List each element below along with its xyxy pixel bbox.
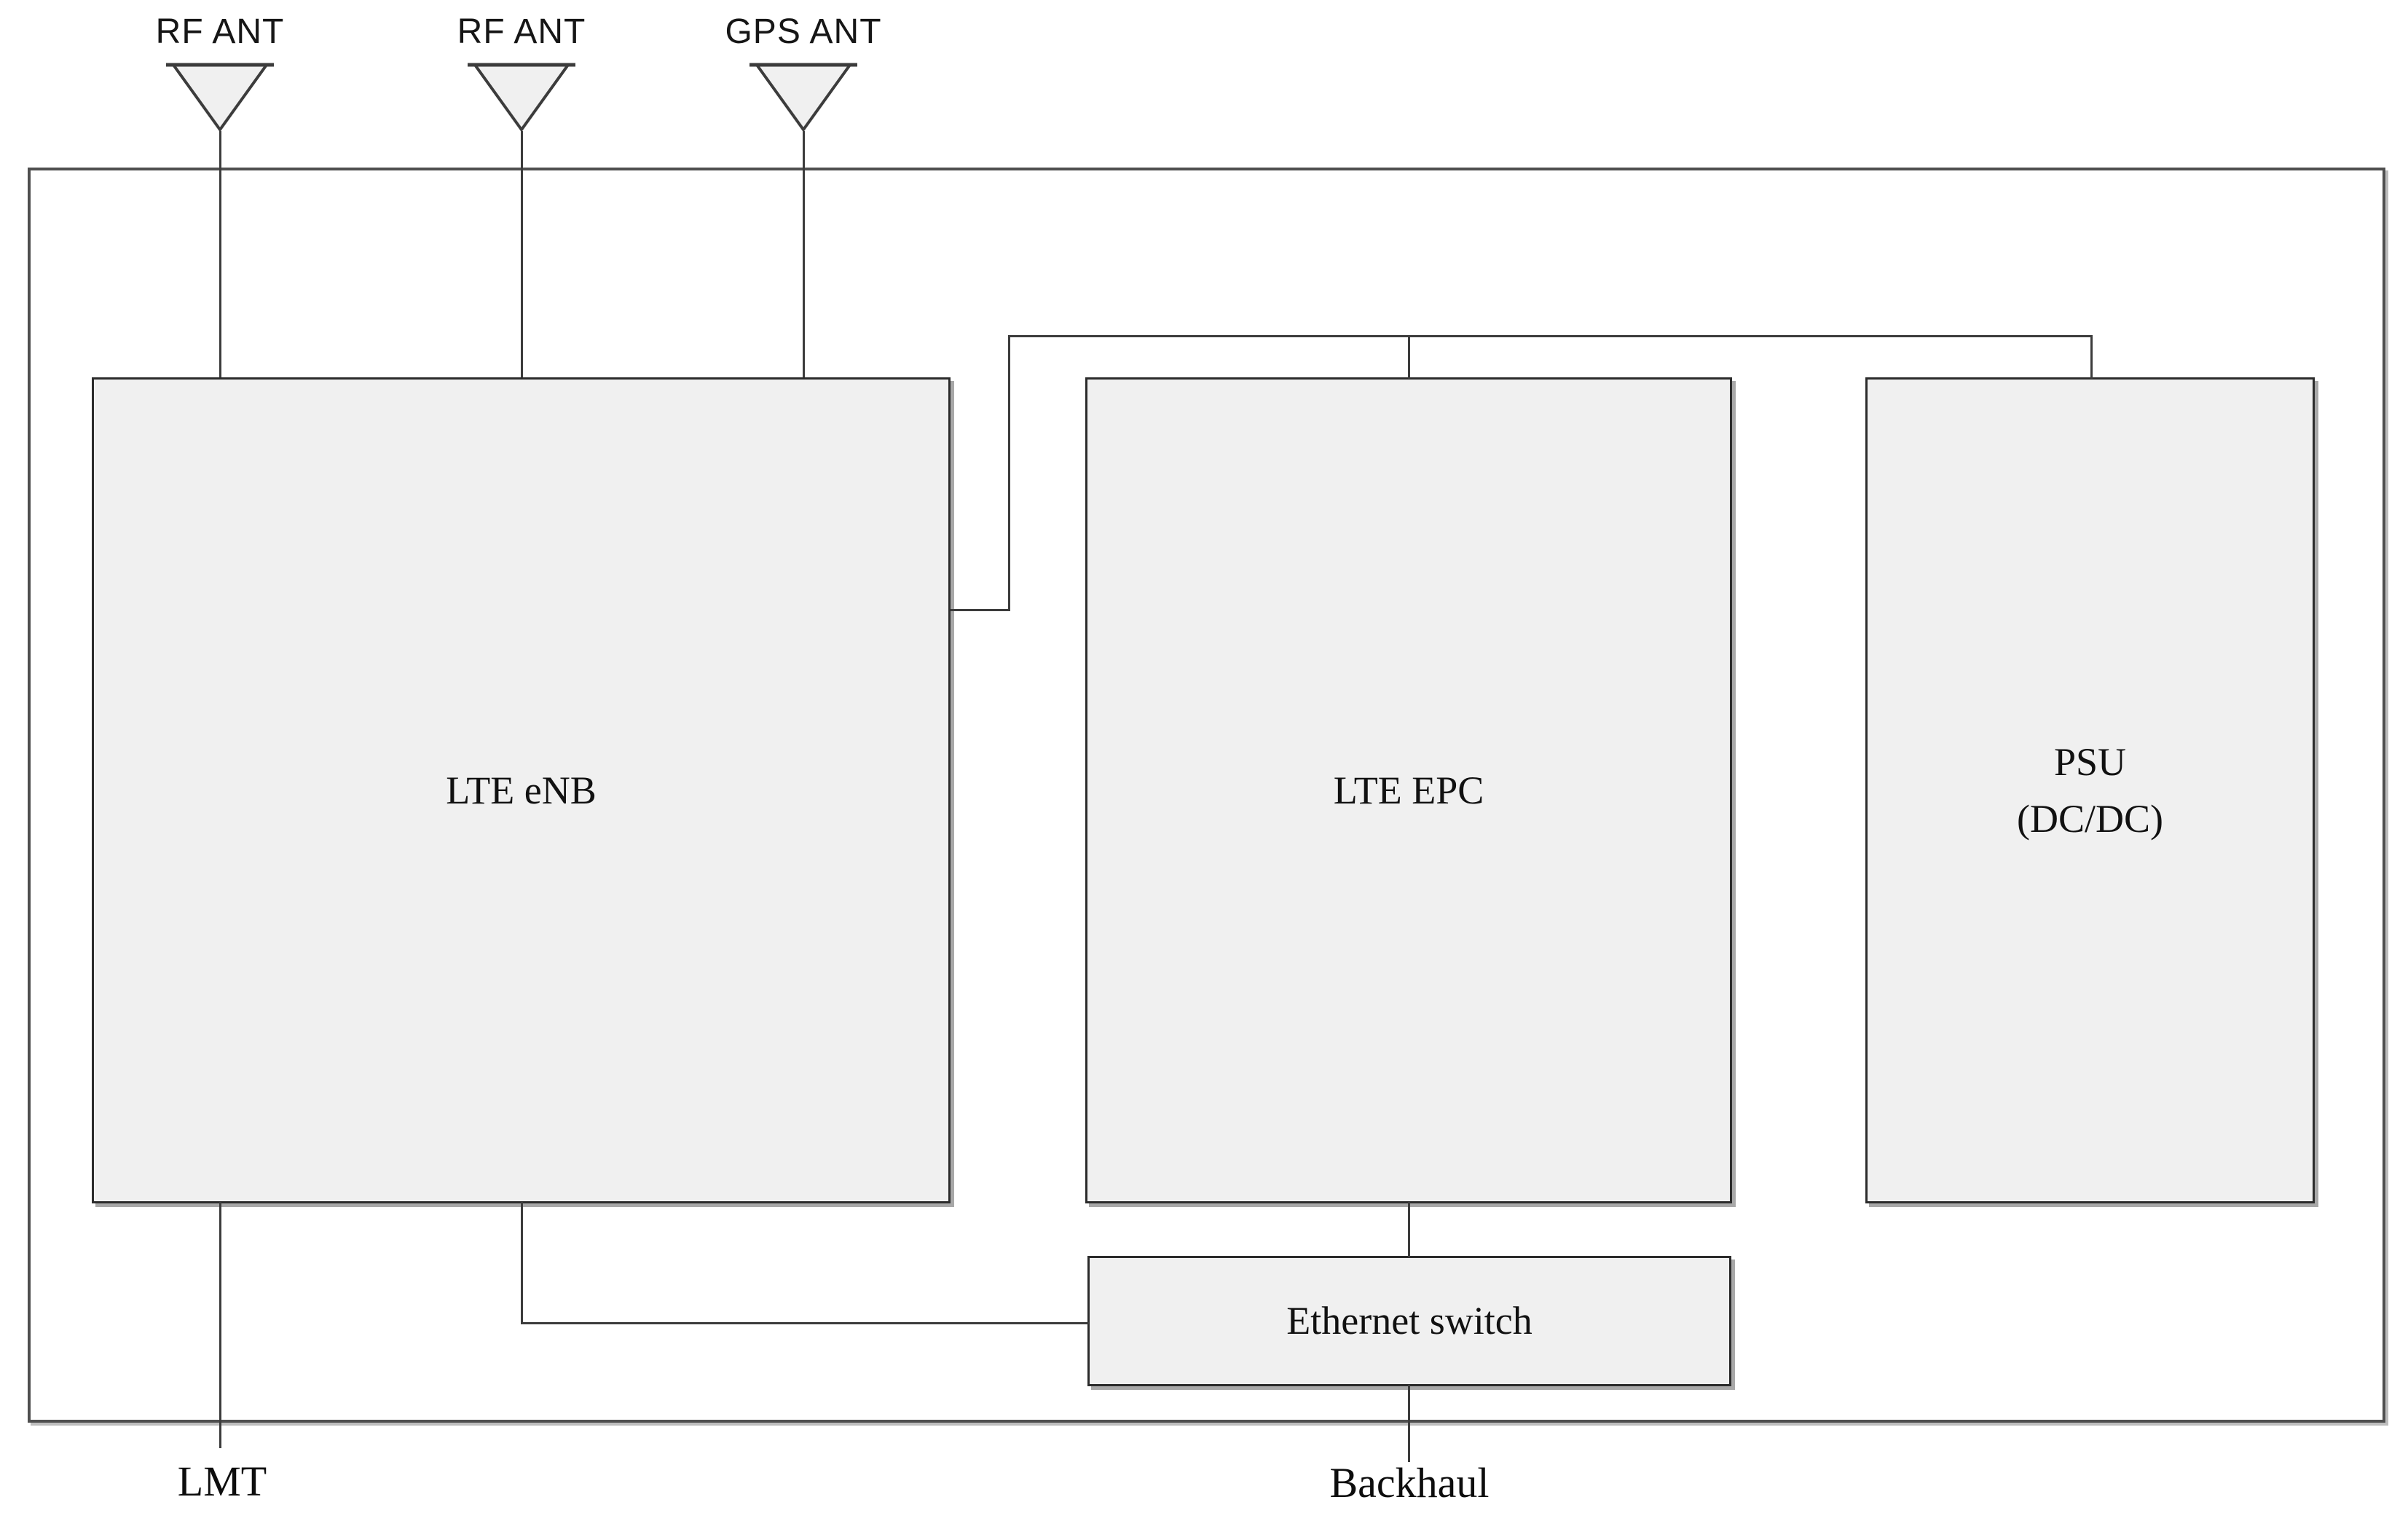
enb-to-switch-horizontal-line xyxy=(521,1322,1089,1324)
antenna-label-rf1: RF ANT xyxy=(155,12,285,51)
antenna-label-rf2: RF ANT xyxy=(457,12,586,51)
top-bus-line xyxy=(1008,335,2093,337)
enb-bus-riser-line xyxy=(1008,336,1010,611)
backhaul-port-label: Backhaul xyxy=(1329,1459,1490,1506)
block-lte-enb-label: LTE eNB xyxy=(446,768,597,812)
block-lte-epc-label: LTE EPC xyxy=(1333,768,1484,812)
antenna-triangle-icon xyxy=(166,63,274,133)
lmt-port-line xyxy=(219,1202,221,1448)
enb-bus-stub-line xyxy=(951,609,1010,611)
block-ethernet-switch: Ethernet switch xyxy=(1087,1256,1731,1386)
antenna-feed-line-gps xyxy=(803,131,805,377)
block-ethernet-switch-label: Ethernet switch xyxy=(1286,1299,1532,1343)
enb-to-switch-drop-line xyxy=(521,1202,523,1324)
antenna-feed-line-rf1 xyxy=(219,131,221,377)
antenna-triangle-icon xyxy=(468,63,575,133)
backhaul-port-line xyxy=(1408,1385,1410,1462)
block-psu-label-line1: PSU xyxy=(2053,739,2127,784)
block-lte-epc: LTE EPC xyxy=(1085,377,1732,1203)
epc-to-switch-line xyxy=(1408,1202,1410,1257)
block-lte-enb: LTE eNB xyxy=(92,377,951,1203)
block-psu: PSU (DC/DC) xyxy=(1865,377,2315,1203)
block-psu-label: PSU (DC/DC) xyxy=(2017,734,2163,848)
antenna-label-gps: GPS ANT xyxy=(725,12,882,51)
antenna-feed-line-rf2 xyxy=(521,131,523,377)
block-psu-label-line2: (DC/DC) xyxy=(2017,797,2163,841)
lmt-port-label: LMT xyxy=(177,1458,267,1505)
chassis-outline xyxy=(28,168,2385,1423)
bus-to-psu-drop-line xyxy=(2090,335,2093,379)
bus-to-epc-drop-line xyxy=(1408,335,1410,379)
antenna-triangle-icon xyxy=(749,63,857,133)
